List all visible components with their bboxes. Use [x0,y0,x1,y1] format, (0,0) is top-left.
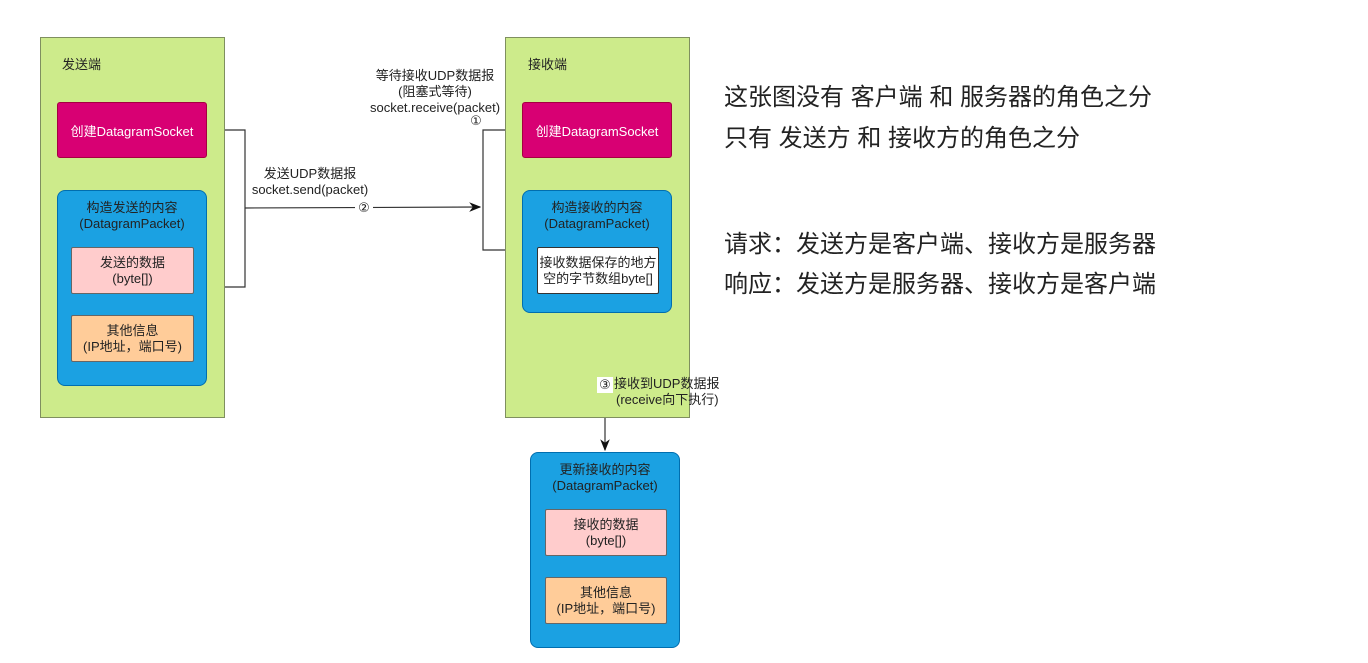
sender-lane-title: 发送端 [62,57,102,72]
updated-packet-title-line1: 更新接收的内容 [559,462,651,477]
receiver-packet-title-line2: (DatagramPacket) [544,216,650,231]
sender-info-line1: 其他信息 [106,322,159,338]
receiver-create-socket-box: 创建DatagramSocket [522,102,672,158]
step-2-marker: ② [355,200,373,216]
step-1-marker: ① [470,113,482,128]
updated-packet-title: 更新接收的内容 (DatagramPacket) [531,462,679,494]
sender-info-line2: (IP地址，端口号) [83,338,182,354]
received-info-line1: 其他信息 [579,584,632,600]
received-line1: 接收到UDP数据报 [614,376,720,391]
sender-data-box: 发送的数据 (byte[]) [71,247,194,294]
receiver-packet-title-line1: 构造接收的内容 [551,200,643,215]
step-3-marker: ③ [597,377,613,393]
receiver-packet-title: 构造接收的内容 (DatagramPacket) [523,200,671,232]
updated-packet-box: 更新接收的内容 (DatagramPacket) 接收的数据 (byte[]) … [530,452,680,648]
sender-data-line2: (byte[]) [112,270,153,286]
send-line2: socket.send(packet) [251,182,369,197]
received-label: 接收到UDP数据报 (receive向下执行) [614,376,719,408]
received-data-line2: (byte[]) [585,532,627,548]
sender-packet-title-line1: 构造发送的内容 [86,200,178,215]
receive-wait-label: 等待接收UDP数据报 (阻塞式等待) socket.receive(packet… [360,68,510,116]
receive-wait-line1: 等待接收UDP数据报 [375,68,495,83]
note-line-4: 响应：发送方是服务器、接收方是客户端 [724,271,1156,298]
send-label: 发送UDP数据报 socket.send(packet) [240,166,380,198]
sender-packet-title: 构造发送的内容 (DatagramPacket) [58,200,206,232]
received-info-line2: (IP地址，端口号) [556,600,656,616]
receive-wait-line3: socket.receive(packet) [369,100,501,115]
receiver-lane-title: 接收端 [528,57,568,72]
sender-packet-title-line2: (DatagramPacket) [79,216,185,231]
received-info-box: 其他信息 (IP地址，端口号) [545,577,667,624]
receive-wait-line2: (阻塞式等待) [398,84,472,99]
note-line-3: 请求：发送方是客户端、接收方是服务器 [724,231,1156,258]
sender-packet-box: 构造发送的内容 (DatagramPacket) 发送的数据 (byte[]) … [57,190,207,386]
sender-info-box: 其他信息 (IP地址，端口号) [71,315,194,362]
received-data-line1: 接收的数据 [573,516,639,532]
send-line1: 发送UDP数据报 [263,166,357,181]
received-line2: (receive向下执行) [616,392,719,407]
note-line-2: 只有 发送方 和 接收方的角色之分 [724,125,1081,152]
sender-data-line1: 发送的数据 [99,254,165,270]
receiver-packet-box: 构造接收的内容 (DatagramPacket) 接收数据保存的地方 空的字节数… [522,190,672,313]
receiver-buffer-line2: 空的字节数组byte[] [543,270,653,286]
updated-packet-title-line2: (DatagramPacket) [552,478,658,493]
received-data-box: 接收的数据 (byte[]) [545,509,667,556]
receiver-buffer-box: 接收数据保存的地方 空的字节数组byte[] [537,247,659,294]
sender-create-socket-box: 创建DatagramSocket [57,102,207,158]
receiver-buffer-line1: 接收数据保存的地方 [539,254,657,270]
note-line-1: 这张图没有 客户端 和 服务器的角色之分 [724,84,1153,111]
